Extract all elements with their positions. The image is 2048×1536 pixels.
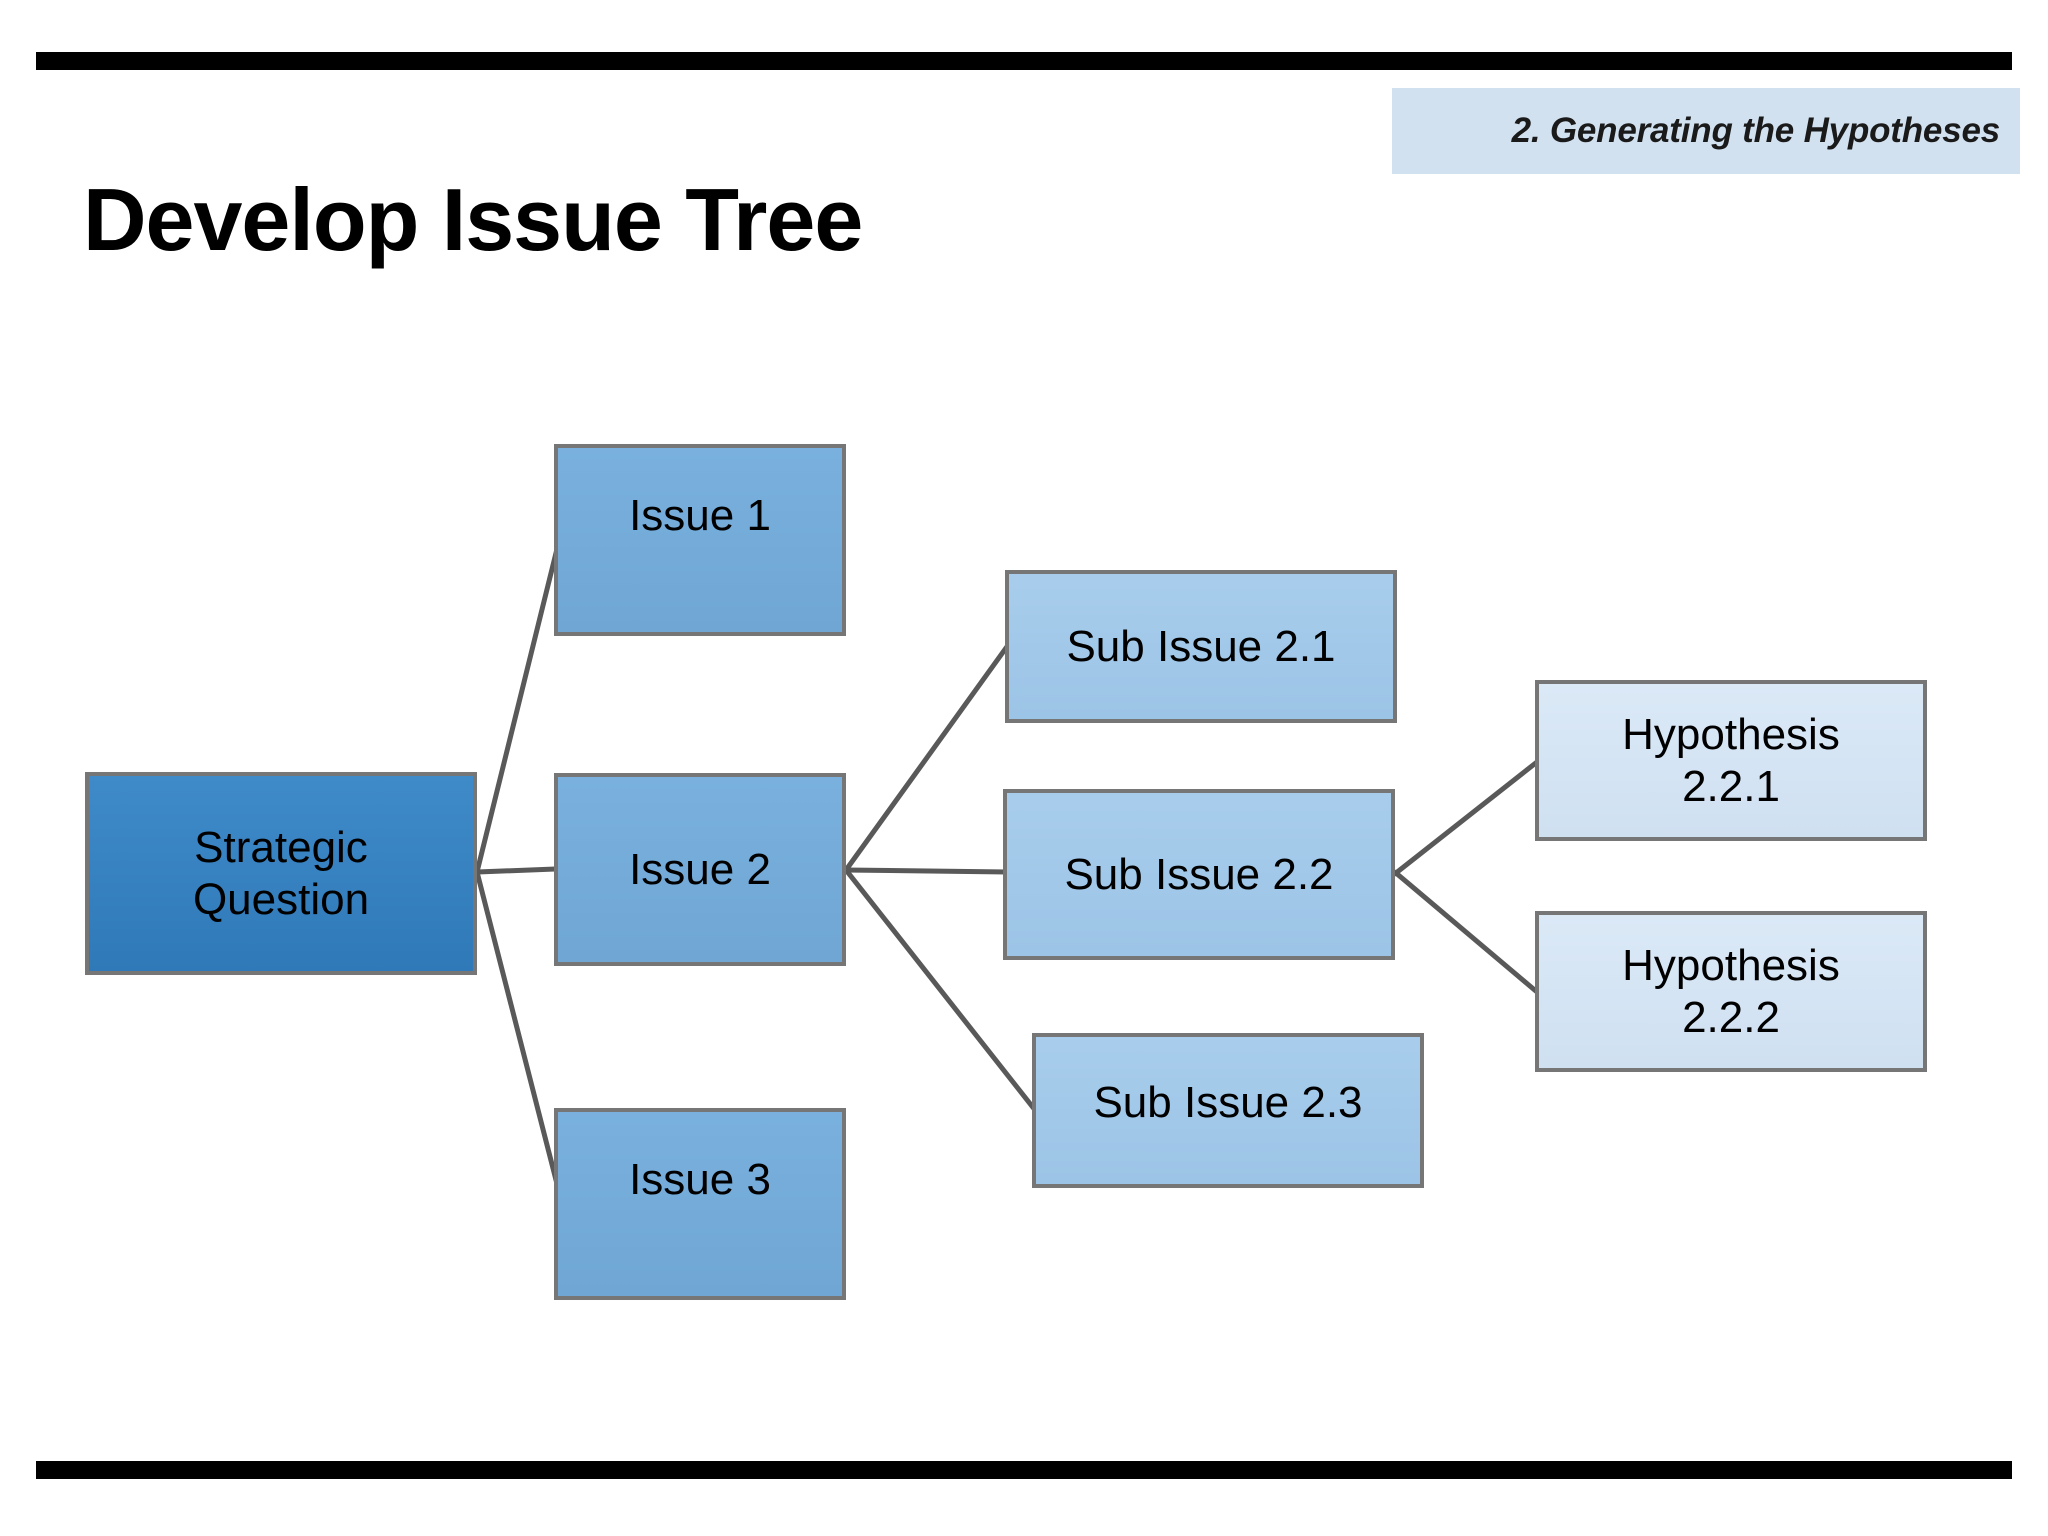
node-sub-issue-2-3-label: Sub Issue 2.3 [1093, 1077, 1363, 1127]
edge-issue-2-to-sub-2-1 [842, 644, 1010, 874]
section-banner: 2. Generating the Hypotheses [1392, 88, 2020, 174]
edge-root-to-issue-2 [474, 866, 559, 875]
node-hypothesis-2-2-2[interactable]: Hypothesis 2.2.2 [1535, 911, 1927, 1072]
page-title: Develop Issue Tree [83, 170, 863, 269]
node-issue-1-label: Issue 1 [629, 491, 771, 541]
node-hypothesis-2-2-1[interactable]: Hypothesis 2.2.1 [1535, 680, 1927, 841]
section-banner-label: 2. Generating the Hypotheses [1511, 111, 2001, 150]
edge-sub-2-2-to-hyp-2-2-2 [1392, 869, 1541, 996]
node-hypothesis-2-2-1-line-1: Hypothesis [1622, 710, 1840, 760]
node-hypothesis-2-2-2-label: Hypothesis 2.2.2 [1539, 940, 1923, 1042]
bottom-rule [36, 1461, 2012, 1479]
node-issue-2-label: Issue 2 [629, 844, 771, 894]
node-hypothesis-2-2-1-label: Hypothesis 2.2.1 [1539, 709, 1923, 811]
node-hypothesis-2-2-2-line-1: Hypothesis [1622, 941, 1840, 991]
node-strategic-question-line-2: Question [192, 874, 370, 924]
node-sub-issue-2-2[interactable]: Sub Issue 2.2 [1003, 789, 1395, 960]
node-strategic-question-label: Strategic Question [89, 822, 473, 924]
edge-sub-2-2-to-hyp-2-2-1 [1392, 758, 1541, 877]
edge-root-to-issue-1 [473, 549, 560, 876]
node-sub-issue-2-1-label: Sub Issue 2.1 [1066, 621, 1336, 671]
node-issue-2[interactable]: Issue 2 [554, 773, 846, 966]
node-strategic-question-line-1: Strategic [194, 823, 368, 873]
node-issue-1[interactable]: Issue 1 [554, 444, 846, 636]
node-hypothesis-2-2-2-line-2: 2.2.2 [1682, 992, 1780, 1042]
node-sub-issue-2-3[interactable]: Sub Issue 2.3 [1032, 1033, 1424, 1188]
edge-issue-2-to-sub-2-2 [843, 867, 1008, 875]
node-issue-3-label: Issue 3 [629, 1155, 771, 1205]
top-rule [36, 52, 2012, 70]
node-hypothesis-2-2-1-line-2: 2.2.1 [1682, 761, 1780, 811]
node-issue-3[interactable]: Issue 3 [554, 1108, 846, 1300]
node-sub-issue-2-1[interactable]: Sub Issue 2.1 [1005, 570, 1397, 723]
node-strategic-question[interactable]: Strategic Question [85, 772, 477, 975]
node-sub-issue-2-2-label: Sub Issue 2.2 [1064, 849, 1334, 899]
edge-root-to-issue-3 [473, 868, 560, 1184]
edge-issue-2-to-sub-2-3 [842, 866, 1039, 1114]
